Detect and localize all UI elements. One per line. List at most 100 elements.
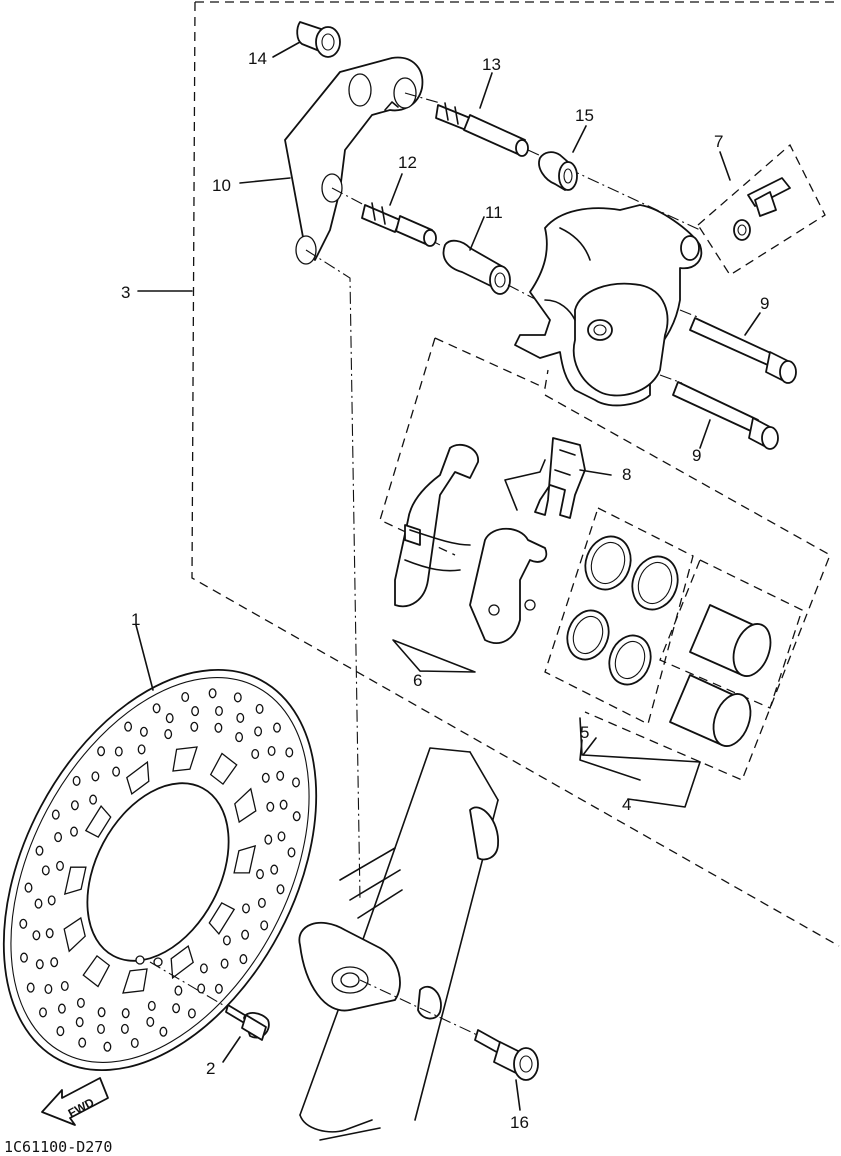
callout-11: 11 bbox=[485, 203, 503, 222]
disc-hole bbox=[264, 834, 273, 845]
disc-hole bbox=[139, 726, 148, 737]
caliper-bolt-9-upper bbox=[689, 317, 797, 384]
disc-hole bbox=[35, 845, 44, 856]
disc-hole bbox=[120, 1023, 129, 1034]
disc-hole bbox=[41, 865, 50, 876]
brake-pad-inner bbox=[469, 527, 548, 644]
disc-hole bbox=[257, 897, 266, 908]
disc-hole bbox=[70, 826, 78, 837]
callout-14: 14 bbox=[248, 49, 267, 68]
caliper-body bbox=[514, 204, 703, 407]
disc-hole bbox=[44, 983, 53, 995]
disc-hole bbox=[56, 860, 64, 871]
disc-hole bbox=[165, 713, 174, 724]
disc-hole bbox=[279, 799, 288, 810]
disc-hole bbox=[214, 983, 223, 994]
callout-13: 13 bbox=[482, 55, 501, 74]
disc-hole bbox=[54, 832, 63, 843]
disc-hole bbox=[236, 712, 245, 723]
callout-16: 16 bbox=[510, 1113, 529, 1132]
piston-seals bbox=[566, 535, 679, 686]
caliper-assembly-boundary bbox=[191, 1, 840, 947]
disc-hole bbox=[45, 928, 54, 939]
disc-hole bbox=[276, 770, 285, 781]
caliper-bolt-9-lower bbox=[672, 381, 779, 450]
pad-spring bbox=[534, 437, 586, 519]
disc-hole bbox=[91, 771, 100, 782]
slide-pin-12 bbox=[361, 202, 437, 247]
slide-pin-13 bbox=[435, 102, 701, 231]
disc-hole bbox=[89, 794, 98, 805]
disc-hole bbox=[233, 692, 242, 703]
disc-hole bbox=[242, 903, 250, 914]
disc-hole bbox=[191, 706, 200, 717]
caliper-mount-bolt bbox=[359, 979, 539, 1081]
diagram-code: 1C61100-D270 bbox=[4, 1138, 112, 1156]
disc-hole bbox=[159, 1026, 168, 1037]
disc-hole bbox=[208, 688, 217, 699]
disc-hole bbox=[78, 1037, 87, 1048]
leader-lines bbox=[135, 41, 761, 1111]
disc-hole bbox=[51, 809, 60, 820]
disc-hole bbox=[146, 1016, 155, 1027]
brake-pad-outer bbox=[394, 443, 479, 608]
disc-hole bbox=[50, 957, 59, 968]
disc-hole bbox=[270, 864, 279, 875]
disc-hole bbox=[121, 1008, 130, 1019]
disc-hole bbox=[47, 895, 56, 906]
disc-hole bbox=[20, 952, 28, 963]
disc-hole bbox=[34, 898, 43, 909]
disc-slot bbox=[63, 916, 86, 953]
callout-7: 7 bbox=[714, 132, 723, 151]
disc-hole bbox=[267, 745, 276, 757]
disc-hole bbox=[239, 954, 248, 965]
callout-9-upper: 9 bbox=[760, 294, 769, 313]
disc-hole bbox=[130, 1037, 139, 1049]
disc-hole bbox=[285, 747, 294, 758]
disc-hole bbox=[197, 983, 206, 994]
callout-labels: 1 2 3 4 5 6 7 8 9 9 10 11 12 13 14 15 16 bbox=[121, 49, 769, 1132]
disc-hole bbox=[32, 930, 41, 941]
disc-hole bbox=[97, 1023, 105, 1035]
disc-hole bbox=[112, 766, 121, 777]
disc-hole bbox=[75, 1017, 84, 1028]
caliper-pistons bbox=[669, 604, 772, 747]
disc-hole bbox=[39, 1007, 47, 1018]
disc-hole bbox=[147, 1000, 156, 1011]
disc-hole bbox=[251, 748, 260, 760]
disc-hole bbox=[70, 800, 79, 811]
disc-hole bbox=[103, 1041, 112, 1052]
disc-hole bbox=[152, 703, 161, 714]
disc-hole bbox=[187, 1008, 196, 1019]
disc-hole bbox=[97, 746, 106, 757]
callout-6: 6 bbox=[413, 671, 422, 690]
disc-hole bbox=[235, 732, 244, 743]
disc-hole bbox=[287, 847, 296, 858]
disc-slot bbox=[126, 760, 150, 795]
disc-hole bbox=[261, 772, 270, 783]
disc-hole bbox=[255, 703, 264, 714]
bracket-sleeve bbox=[296, 21, 341, 58]
disc-hole bbox=[222, 935, 231, 946]
disc-hole bbox=[254, 726, 263, 737]
disc-hole bbox=[266, 801, 275, 812]
bleed-screw-group bbox=[697, 143, 826, 276]
disc-hole bbox=[60, 980, 69, 992]
disc-hole bbox=[26, 982, 35, 993]
disc-slot bbox=[82, 954, 111, 988]
disc-hole bbox=[56, 1026, 65, 1037]
disc-hole bbox=[97, 1007, 106, 1018]
callout-12: 12 bbox=[398, 153, 417, 172]
disc-hole bbox=[292, 777, 300, 788]
disc-hole bbox=[241, 929, 250, 940]
disc-slot bbox=[172, 746, 198, 772]
disc-hole bbox=[137, 744, 146, 755]
caliper-bracket bbox=[284, 56, 441, 901]
disc-hole bbox=[273, 722, 281, 733]
disc-hole bbox=[292, 811, 301, 822]
disc-slot bbox=[209, 752, 238, 786]
disc-slot bbox=[84, 805, 112, 838]
disc-spoke-slots bbox=[63, 746, 257, 994]
disc-hole bbox=[57, 1003, 66, 1014]
